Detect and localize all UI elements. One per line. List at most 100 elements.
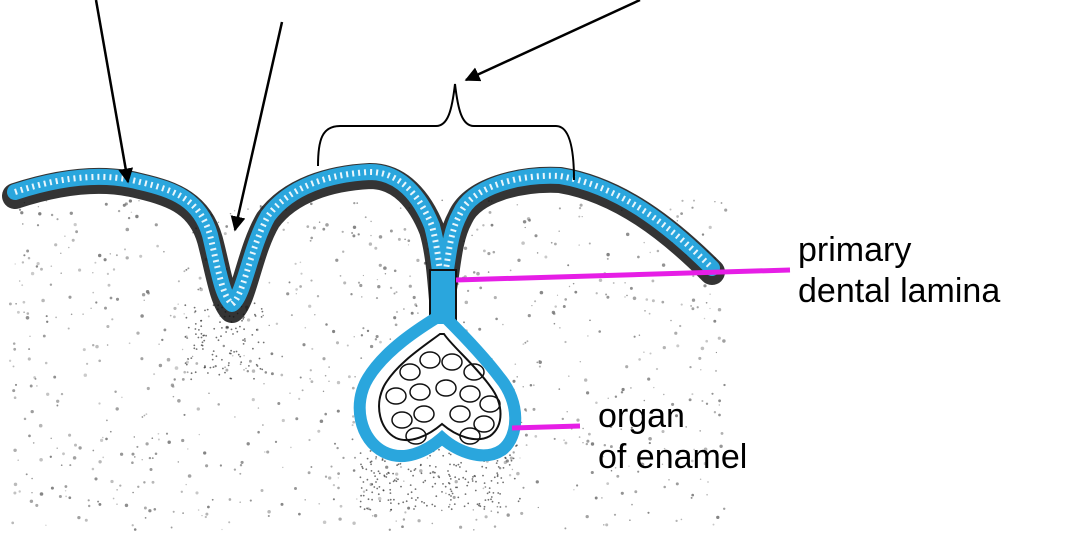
stipple-dot [463,321,465,323]
stipple-dot [460,462,462,464]
stipple-dot [35,378,37,380]
stipple-dot [333,484,335,486]
stipple-dot [465,470,467,472]
stipple-dot [73,456,77,460]
stipple-dot [466,485,468,487]
stipple-dot [45,525,46,526]
stipple-dot [19,490,21,492]
stipple-dot [271,352,274,355]
stipple-dot [224,232,227,235]
stipple-dot [373,472,375,474]
stipple-dot [82,313,83,314]
stipple-dot [375,481,377,483]
stipple-dot [633,297,637,301]
stipple-dot [476,228,478,230]
stipple-dot [691,307,694,310]
stipple-dot [371,491,373,493]
stipple-dot [706,302,708,304]
stipple-dot [282,419,285,422]
stipple-dot [718,337,721,340]
stipple-dot [400,463,402,465]
stipple-dot [703,284,706,287]
stipple-dot [539,360,541,362]
stipple-dot [55,317,57,319]
stipple-dot [92,344,94,346]
stipple-dot [252,369,255,372]
stipple-dot [589,320,591,322]
stipple-dot [271,372,274,375]
stipple-dot [374,514,377,517]
stipple-dot [423,481,425,483]
stipple-dot [417,519,420,522]
stipple-dot [656,368,658,370]
stipple-dot [605,523,608,526]
stipple-dot [46,321,48,323]
stipple-dot [631,504,633,506]
stipple-dot [497,492,499,494]
stipple-dot [551,242,553,244]
stipple-dot [563,439,565,441]
stipple-dot [490,498,492,500]
stipple-dot [497,475,499,477]
stipple-dot [362,327,364,329]
stipple-dot [479,503,481,505]
stipple-dot [137,486,139,488]
stipple-dot [225,369,228,372]
stipple-dot [497,506,499,508]
stipple-dot [517,259,520,262]
stipple-dot [116,298,119,301]
stipple-dot [313,226,316,229]
stipple-dot [132,524,134,526]
stipple-dot [445,486,447,488]
stipple-dot [320,420,324,424]
stipple-dot [51,265,53,267]
stipple-dot [167,440,170,443]
stipple-dot [212,499,214,501]
stipple-dot [517,204,519,206]
stipple-dot [709,226,712,229]
stipple-dot [50,284,52,286]
stipple-dot [264,451,265,452]
stipple-dot [511,460,513,462]
stipple-dot [218,222,219,223]
stipple-dot [9,302,12,305]
stipple-dot [27,312,30,315]
stipple-dot [56,405,58,407]
stipple-dot [37,262,40,265]
stipple-dot [86,363,88,365]
stipple-dot [395,291,397,293]
stipple-dot [582,216,583,217]
stipple-dot [713,524,715,526]
stipple-dot [195,323,197,325]
stipple-dot [415,488,417,490]
stipple-dot [432,486,434,488]
stipple-dot [197,407,200,410]
stipple-dot [455,465,457,467]
stipple-dot [323,391,324,392]
stipple-dot [475,519,477,521]
stipple-dot [681,519,683,521]
stipple-dot [198,337,200,339]
stipple-dot [383,266,387,270]
stipple-dot [296,293,297,294]
stipple-dot [634,336,636,338]
stipple-dot [305,327,307,329]
stipple-dot [225,225,228,228]
stipple-dot [173,396,175,398]
stipple-dot [218,374,220,376]
stipple-dot [11,522,14,525]
stipple-dot [649,313,651,315]
stipple-dot [269,282,271,284]
stipple-dot [170,315,172,317]
stipple-dot [26,473,28,475]
stipple-dot [114,391,116,393]
stipple-dot [388,499,390,501]
stipple-dot [88,505,90,507]
stipple-dot [363,481,365,483]
stipple-dot [485,486,487,488]
stipple-dot [441,491,443,493]
stipple-dot [276,323,278,325]
stipple-dot [359,284,362,287]
stipple-dot [394,293,396,295]
stipple-dot [61,464,63,466]
